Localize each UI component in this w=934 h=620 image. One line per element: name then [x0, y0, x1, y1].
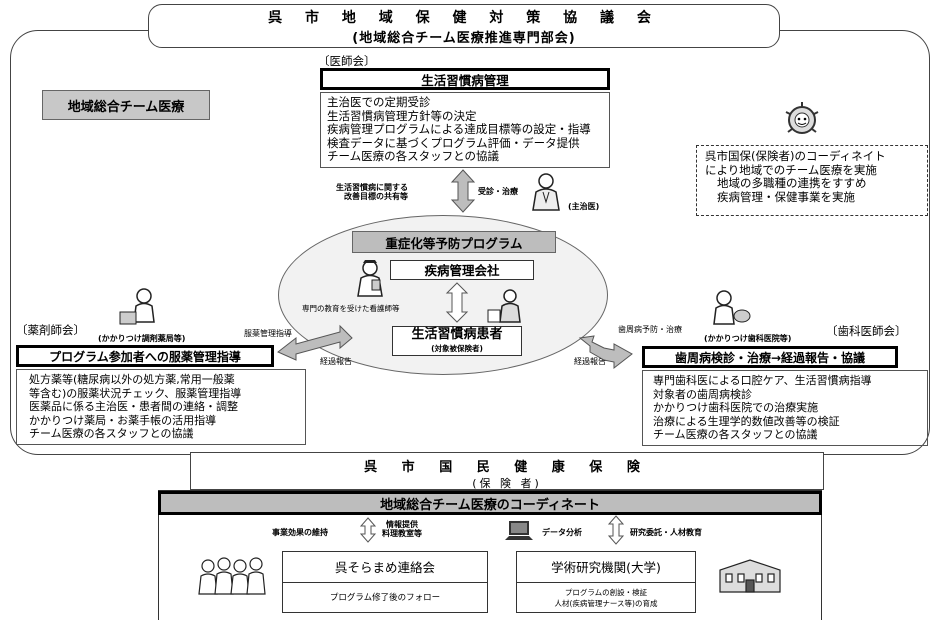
computer-icon: [504, 520, 534, 542]
academic-sub-line: 人材(疾病管理ナース等)の育成: [554, 599, 658, 608]
dentists-item: 治療による生理学的数値改善等の検証: [653, 414, 840, 428]
pharmacy-label: (かかりつけ調剤薬局等): [98, 334, 186, 343]
university-icon: [714, 556, 786, 594]
doctors-arrow-left-label: 生活習慣病に関する 改善目標の共有等: [336, 183, 408, 201]
dentists-list: 専門歯科医による口腔ケア、生活習慣病指導 対象者の歯周病検診 かかりつけ歯科医院…: [642, 370, 928, 446]
note-line: により地域でのチーム医療を実施: [705, 162, 877, 177]
info-line: 情報提供: [386, 520, 418, 529]
info-line: 料理教室等: [382, 529, 422, 538]
dentists-item: かかりつけ歯科医院での治療実施: [653, 401, 819, 414]
coordination-frame: [158, 490, 822, 620]
physician-icon: [528, 172, 564, 212]
insurance-subtitle: (保 険 者): [472, 477, 542, 490]
arrow-label-line: 生活習慣病に関する: [336, 183, 408, 192]
note-line: 疾病管理・保健事業を実施: [717, 189, 855, 204]
patient-icon: [486, 288, 530, 324]
doctor-program-arrow: [450, 169, 476, 213]
program-label: 重症化等予防プログラム: [352, 231, 556, 253]
company-patient-arrow: [445, 282, 469, 323]
doctors-title: 生活習慣病管理: [320, 68, 610, 90]
pharmacists-title: プログラム参加者への服薬管理指導: [16, 345, 274, 367]
team-medicine-label: 地域総合チーム医療: [42, 90, 210, 120]
coordination-title: 地域総合チーム医療のコーディネート: [158, 491, 822, 515]
city-coordination-note: 呉市国保(保険者)のコーディネイト により地域でのチーム医療を実施 地域の多職種…: [696, 145, 928, 216]
research-label: 研究委託・人材教育: [630, 528, 702, 537]
pharmacy-link-bottom: 経過報告: [320, 357, 352, 366]
dental-arrow: [578, 335, 633, 370]
group-icon: [196, 556, 268, 596]
dental-clinic-label: (かかりつけ歯科医院等): [704, 334, 792, 343]
pharmacists-item: チーム医療の各スタッフとの協議: [29, 427, 194, 440]
note-line: 地域の多職種の連携をすすめ: [717, 176, 867, 190]
doctors-item: チーム医療の各スタッフとの協議: [327, 149, 500, 163]
pharmacists-list: 処方薬等(糖尿病以外の処方薬,常用一般薬 等含む)の服薬状況チェック、服薬管理指…: [16, 369, 306, 445]
pharmacists-item: 医薬品に係る主治医・患者間の連絡・調整: [29, 400, 238, 413]
doctors-tag: 〔医師会〕: [318, 54, 376, 68]
research-arrow: [607, 515, 625, 545]
doctors-list: 主治医での定期受診 生活習慣病管理方針等の決定 疾病管理プログラムによる達成目標…: [320, 92, 610, 168]
pharmacy-link-top: 服薬管理指導: [244, 329, 292, 338]
doctors-item: 検査データに基づくプログラム評価・データ提供: [327, 135, 580, 150]
doctors-item: 生活習慣病管理方針等の決定: [327, 108, 477, 123]
info-label: 情報提供 料理教室等: [382, 520, 422, 538]
soramame-box: 呉そらまめ連絡会: [282, 551, 488, 583]
nurse-icon: [350, 258, 390, 298]
dentists-item: 専門歯科医による口腔ケア、生活習慣病指導: [653, 374, 872, 387]
pharmacists-item: 等含む)の服薬状況チェック、服薬管理指導: [29, 386, 242, 400]
dentists-tag: 〔歯科医師会〕: [826, 324, 907, 338]
dentist-icon: [706, 288, 752, 328]
academic-sub-line: プログラムの創設・検証: [564, 588, 648, 597]
dentists-item: 対象者の歯周病検診: [653, 387, 752, 401]
patient-box: 生活習慣病患者 (対象被保険者): [392, 326, 522, 356]
insurance-title: 呉 市 国 民 健 康 保 険: [364, 460, 650, 475]
dentists-item: チーム医療の各スタッフとの協議: [653, 428, 818, 441]
effect-label: 事業効果の維持: [272, 528, 328, 537]
doctors-item: 主治医での定期受診: [327, 95, 431, 109]
patient-label: 生活習慣病患者: [411, 327, 503, 342]
pharmacy-arrow: [277, 324, 353, 361]
nurse-label: 専門の教育を受けた看護師等: [302, 304, 400, 313]
dental-link-top: 歯周病予防・治療: [618, 325, 682, 334]
insurance-box: 呉 市 国 民 健 康 保 険 (保 険 者): [190, 452, 824, 490]
patient-sublabel: (対象被保険者): [431, 344, 483, 353]
council-title-box: 呉 市 地 域 保 健 対 策 協 議 会 (地域総合チーム医療推進専門部会): [148, 4, 780, 48]
note-line: 呉市国保(保険者)のコーディネイト: [705, 149, 886, 163]
followup-box: プログラム修了後のフォロー: [282, 583, 488, 613]
disease-management-company: 疾病管理会社: [390, 260, 534, 280]
dental-link-bottom: 経過報告: [574, 357, 606, 366]
dentists-title: 歯周病検診・治療→経過報告・協議: [642, 346, 898, 368]
council-title: 呉 市 地 域 保 健 対 策 協 議 会: [268, 10, 660, 26]
mascot-icon: [782, 100, 822, 140]
arrow-label-line: 改善目標の共有等: [344, 192, 408, 201]
council-subtitle: (地域総合チーム医療推進専門部会): [352, 31, 576, 46]
pharmacists-tag: 〔薬剤師会〕: [16, 323, 85, 337]
pharmacist-icon: [118, 286, 164, 326]
physician-label: (主治医): [568, 202, 600, 211]
pharmacists-item: かかりつけ薬局・お薬手帳の活用指導: [29, 413, 217, 427]
doctors-arrow-right-label: 受診・治療: [478, 187, 518, 196]
academic-sub-box: プログラムの創設・検証 人材(疾病管理ナース等)の育成: [516, 583, 696, 613]
academic-box: 学術研究機関(大学): [516, 551, 696, 583]
data-analysis-label: データ分析: [542, 528, 582, 537]
pharmacists-item: 処方薬等(糖尿病以外の処方薬,常用一般薬: [29, 373, 235, 386]
doctors-item: 疾病管理プログラムによる達成目標等の設定・指導: [327, 122, 591, 136]
effect-arrow: [359, 517, 377, 543]
